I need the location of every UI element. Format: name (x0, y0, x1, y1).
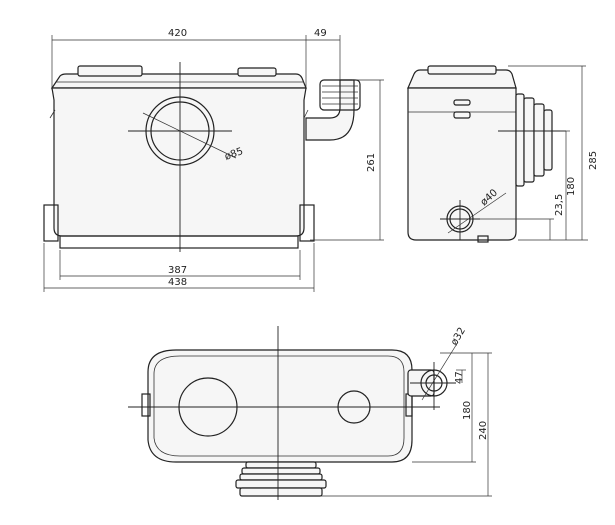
dim-depth-body: 180 (462, 401, 473, 420)
top-view: ø32 47 180 240 (128, 326, 492, 500)
side-body (407, 87, 517, 241)
side-vent (453, 99, 471, 106)
front-lid-knob-right (237, 67, 277, 77)
side-view: 285 180 23,5 ø40 (407, 65, 599, 243)
front-base (59, 235, 299, 249)
front-foot-left (43, 204, 59, 242)
front-body (51, 87, 307, 237)
dim-width-inner: 387 (168, 265, 187, 276)
top-inlet-ring-3 (239, 473, 323, 481)
front-view: 420 49 261 ø85 387 438 (43, 28, 384, 292)
top-inlet-ring-2 (241, 467, 321, 475)
top-body (147, 349, 413, 463)
side-inlet-ring-1 (515, 93, 525, 187)
dim-height-drain: 23,5 (554, 194, 565, 216)
dim-width-top: 420 (168, 28, 187, 39)
side-inlet-ring-2 (523, 97, 535, 183)
side-inlet-ring-3 (533, 103, 545, 177)
side-lid-knob (427, 65, 497, 75)
front-lid-knob-left (77, 65, 143, 77)
dim-width-total: 438 (168, 277, 187, 288)
top-handle-left (141, 393, 151, 417)
dim-height-inlet: 180 (566, 177, 577, 196)
dim-height-total: 285 (588, 151, 599, 170)
top-inlet-ring-5 (239, 487, 323, 497)
top-inlet-ring-4 (235, 479, 327, 489)
dim-outlet-diameter: ø32 (449, 326, 468, 348)
front-lid (50, 73, 307, 89)
dim-depth-total: 240 (478, 421, 489, 440)
front-foot-right (299, 204, 315, 242)
dim-height-outlet: 261 (366, 153, 377, 172)
side-inlet-ring-4 (543, 109, 553, 171)
top-inlet-ring-1 (245, 461, 317, 469)
dim-outlet-offset: 49 (314, 28, 327, 39)
dim-outlet-offset-top: 47 (454, 371, 465, 384)
